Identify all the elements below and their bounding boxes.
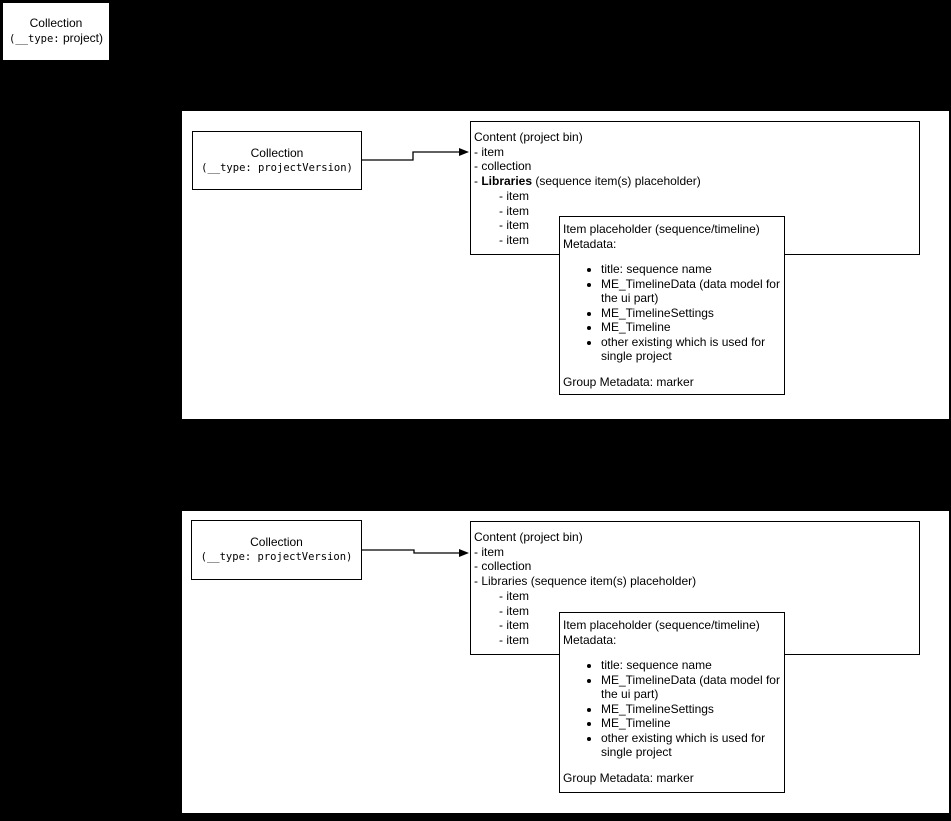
collection-version-type: (__type: projectVersion) — [200, 551, 353, 563]
metadata-bullet: other existing which is used for single … — [601, 731, 782, 760]
content-sub-item: - item — [499, 188, 529, 203]
content-sub-item: - item — [499, 218, 529, 233]
arrow-connector-bottom — [362, 549, 469, 557]
metadata-bullet: ME_Timeline — [601, 320, 782, 335]
item-placeholder-subtitle: Metadata: — [563, 236, 617, 251]
metadata-bullet: ME_TimelineData (data model for the ui p… — [601, 277, 782, 306]
libraries-word-bold: Libraries — [481, 174, 533, 189]
metadata-bullet: ME_TimelineSettings — [601, 702, 782, 717]
metadata-bullet: ME_TimelineSettings — [601, 306, 782, 321]
metadata-bullet: other existing which is used for single … — [601, 335, 782, 364]
content-item-line: - item — [474, 544, 504, 559]
collection-version-node-top: Collection (__type: projectVersion) — [192, 131, 362, 190]
content-libraries-line: - Libraries (sequence item(s) placeholde… — [474, 174, 701, 189]
project-collection-type: (__type: project) — [9, 31, 103, 45]
item-placeholder-title: Item placeholder (sequence/timeline) — [563, 618, 760, 632]
project-collection-node: Collection (__type: project) — [2, 2, 110, 61]
content-bin-node-top: Content (project bin) - item - collectio… — [470, 121, 920, 255]
metadata-bullet: ME_TimelineData (data model for the ui p… — [601, 673, 782, 702]
collection-version-title: Collection — [250, 535, 303, 549]
group-metadata-line: Group Metadata: marker — [563, 374, 694, 389]
item-placeholder-subtitle: Metadata: — [563, 632, 617, 647]
content-sub-item: - item — [499, 588, 529, 603]
item-placeholder-node-top: Item placeholder (sequence/timeline) Met… — [559, 216, 785, 395]
arrow-connector-top — [362, 148, 469, 161]
metadata-bullet-list: title: sequence name ME_TimelineData (da… — [563, 262, 782, 364]
group-metadata-line: Group Metadata: marker — [563, 770, 694, 785]
item-placeholder-node-bottom: Item placeholder (sequence/timeline) Met… — [559, 612, 785, 793]
collection-version-type: (__type: projectVersion) — [201, 161, 353, 174]
collection-version-title: Collection — [250, 145, 304, 160]
content-sub-item: - item — [499, 203, 529, 218]
item-placeholder-title: Item placeholder (sequence/timeline) — [563, 222, 760, 236]
arrowhead-icon — [459, 148, 469, 156]
content-collection-line: - collection — [474, 559, 532, 574]
metadata-bullet: ME_Timeline — [601, 716, 782, 731]
content-item-line: - item — [474, 144, 504, 159]
content-title: Content (project bin) — [474, 130, 583, 144]
project-collection-title: Collection — [29, 16, 83, 30]
collection-version-node-bottom: Collection (__type: projectVersion) — [191, 520, 362, 580]
content-sub-item: - item — [499, 603, 529, 618]
content-collection-line: - collection — [474, 159, 532, 174]
libraries-word: Libraries — [481, 574, 528, 589]
content-sub-item: - item — [499, 632, 529, 647]
content-sub-item: - item — [499, 618, 529, 633]
content-libraries-line: - Libraries (sequence item(s) placeholde… — [474, 574, 697, 589]
metadata-bullet-list: title: sequence name ME_TimelineData (da… — [563, 658, 782, 760]
arrowhead-icon — [459, 549, 469, 557]
metadata-bullet: title: sequence name — [601, 262, 782, 277]
content-sub-item: - item — [499, 232, 529, 247]
content-title: Content (project bin) — [474, 530, 583, 544]
metadata-bullet: title: sequence name — [601, 658, 782, 673]
